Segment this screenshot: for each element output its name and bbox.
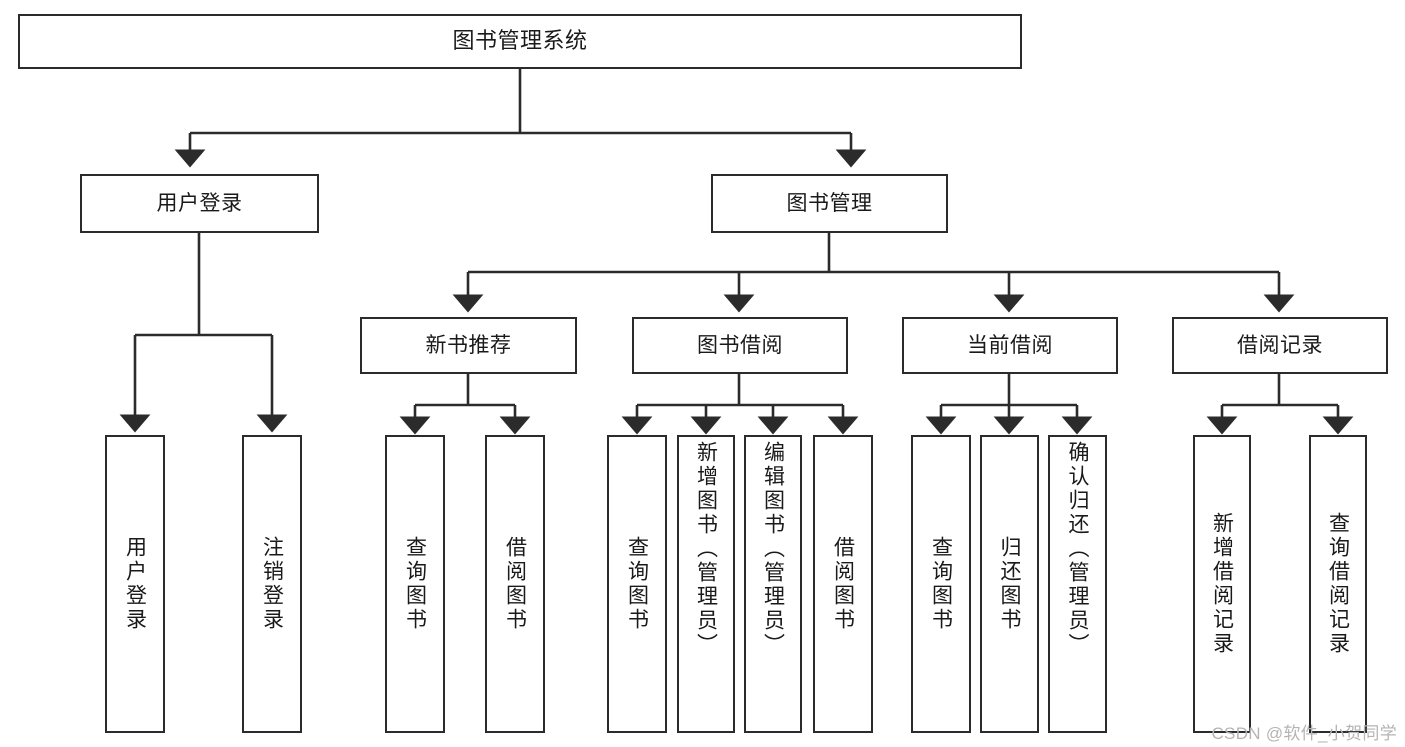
node-leaf-query-book-2[interactable]: 查询图书 <box>607 435 667 733</box>
node-leaf-query-record[interactable]: 查询借阅记录 <box>1309 435 1367 733</box>
node-book-borrow[interactable]: 图书借阅 <box>632 317 848 374</box>
node-label: 新书推荐 <box>425 333 512 357</box>
node-label: 用户登录 <box>156 191 243 215</box>
node-label: 编辑图书（管理员） <box>761 441 785 657</box>
node-new-book-rec[interactable]: 新书推荐 <box>360 317 577 374</box>
node-label: 新增借阅记录 <box>1210 512 1234 656</box>
node-label: 借阅图书 <box>831 536 855 632</box>
node-book-manage[interactable]: 图书管理 <box>711 174 948 233</box>
node-label: 归还图书 <box>998 536 1021 632</box>
node-leaf-add-book[interactable]: 新增图书（管理员） <box>677 435 735 733</box>
node-leaf-query-book-3[interactable]: 查询图书 <box>911 435 971 733</box>
node-leaf-edit-book[interactable]: 编辑图书（管理员） <box>744 435 802 733</box>
node-leaf-confirm-return[interactable]: 确认归还（管理员） <box>1048 435 1107 733</box>
node-label: 新增图书（管理员） <box>694 441 718 657</box>
node-label: 查询图书 <box>929 536 953 632</box>
node-leaf-logout[interactable]: 注销登录 <box>242 435 302 733</box>
node-leaf-return-book[interactable]: 归还图书 <box>980 435 1039 733</box>
node-borrow-record[interactable]: 借阅记录 <box>1172 317 1388 374</box>
node-leaf-user-login[interactable]: 用户登录 <box>105 435 165 733</box>
node-user-login[interactable]: 用户登录 <box>80 174 319 233</box>
node-label: 借阅图书 <box>503 536 527 632</box>
node-label: 确认归还（管理员） <box>1066 441 1089 657</box>
node-leaf-borrow-book-1[interactable]: 借阅图书 <box>485 435 545 733</box>
node-root-system[interactable]: 图书管理系统 <box>18 14 1022 69</box>
node-label: 图书管理系统 <box>452 28 588 54</box>
node-leaf-query-book-1[interactable]: 查询图书 <box>385 435 445 733</box>
node-current-borrow[interactable]: 当前借阅 <box>902 317 1118 374</box>
node-label: 图书借阅 <box>697 333 783 357</box>
node-label: 借阅记录 <box>1237 333 1323 357</box>
node-label: 图书管理 <box>786 191 873 215</box>
node-leaf-add-record[interactable]: 新增借阅记录 <box>1193 435 1251 733</box>
node-label: 用户登录 <box>123 536 147 632</box>
node-label: 查询借阅记录 <box>1326 512 1350 656</box>
node-label: 注销登录 <box>260 536 284 632</box>
node-label: 查询图书 <box>625 536 649 632</box>
node-label: 当前借阅 <box>967 333 1053 357</box>
node-label: 查询图书 <box>403 536 427 632</box>
node-leaf-borrow-book-2[interactable]: 借阅图书 <box>813 435 873 733</box>
watermark-text: CSDN @软件_小贺同学 <box>1211 724 1397 743</box>
